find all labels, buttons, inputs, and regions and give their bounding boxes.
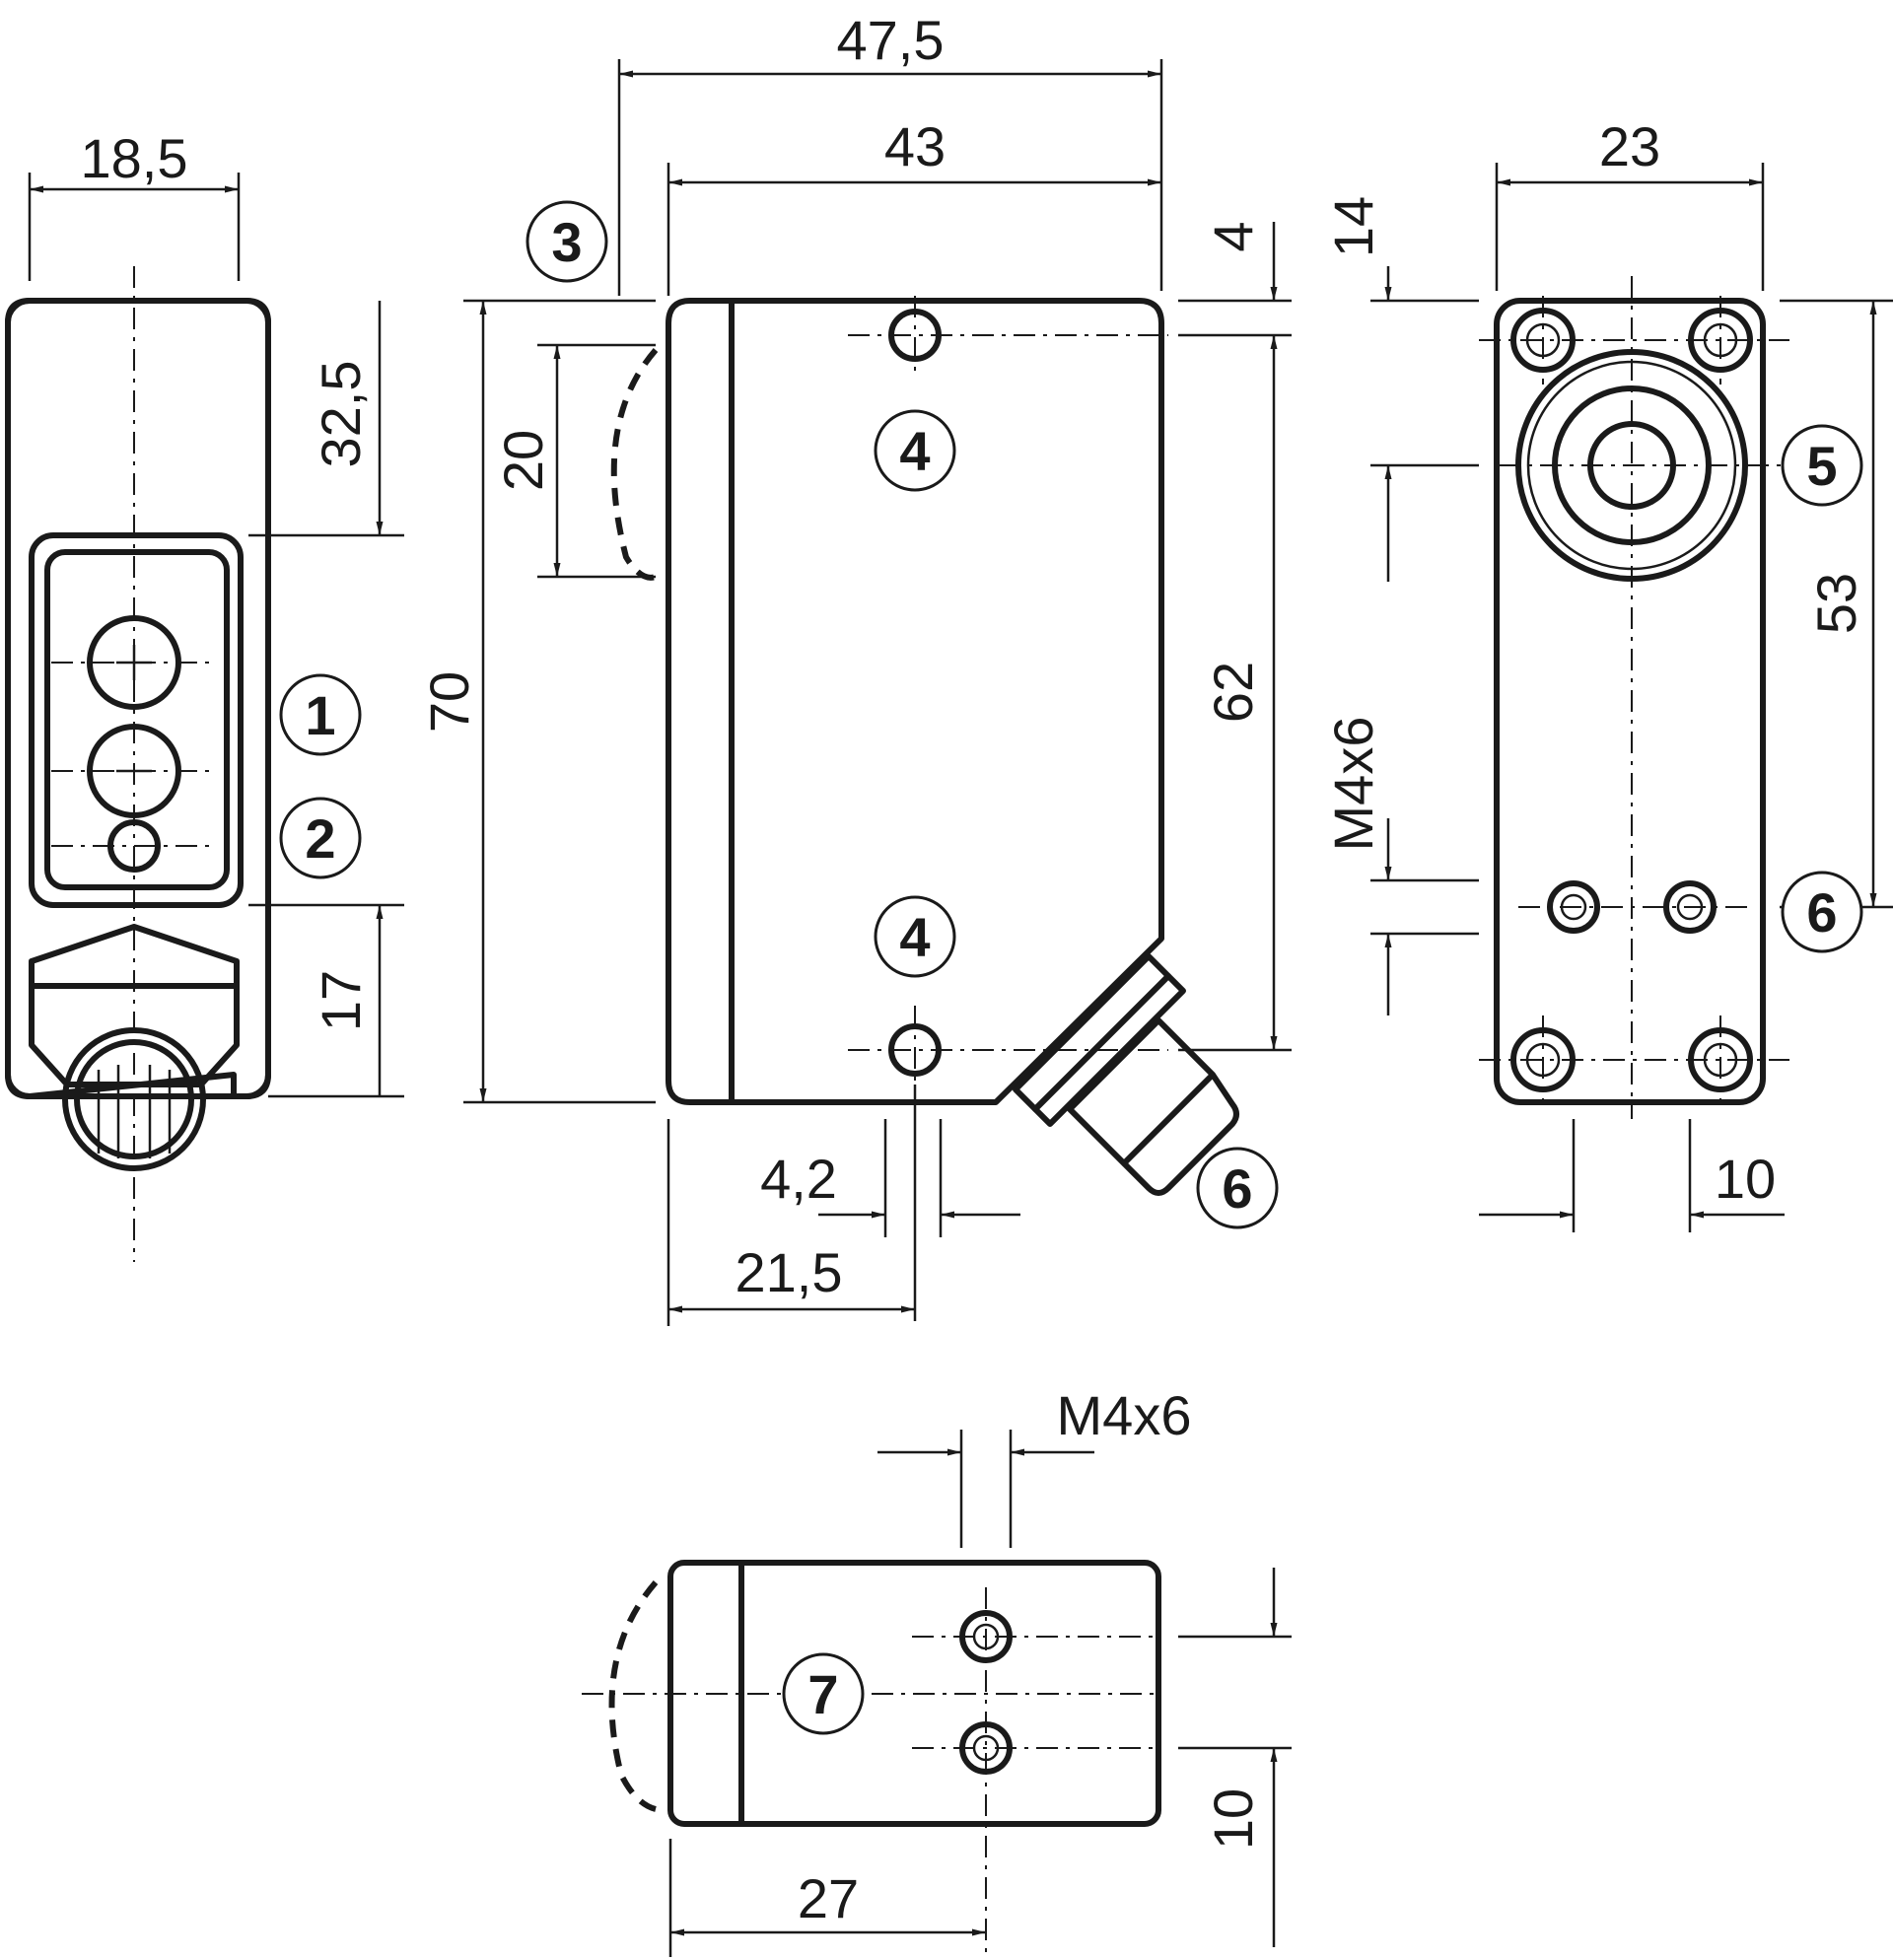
dim-17: 17 [310,970,372,1031]
dim-23: 23 [1599,115,1660,177]
callout-6-bottom: 7 [782,1652,865,1735]
dim-18-5: 18,5 [81,127,188,189]
svg-text:4: 4 [899,420,930,482]
callout-3: 3 [526,200,608,283]
front-housing-body [5,298,271,1099]
rear-housing [1494,298,1766,1105]
callout-4-top: 4 [874,409,956,492]
dim-70: 70 [418,671,480,733]
dim-20: 20 [492,430,554,491]
control-panel-outer [29,532,244,908]
dim-21-5: 21,5 [736,1241,843,1303]
callout-4-bottom: 4 [874,895,956,978]
callout-5: 5 [1781,424,1863,507]
svg-text:6: 6 [1222,1157,1252,1220]
side-connector [1013,953,1239,1196]
dim-53: 53 [1805,573,1867,634]
side-housing [666,298,1164,1105]
callout-7: 6 [1196,1147,1279,1229]
dim-10-vertical: 10 [1202,1788,1264,1850]
dim-14: 14 [1322,196,1384,257]
side-view: 47,5 43 70 20 4 62 4,2 21,5 3 [418,9,1292,1326]
connector-plug [62,1027,206,1171]
dim-4: 4 [1202,221,1264,251]
svg-text:7: 7 [807,1663,838,1725]
dim-43: 43 [884,115,946,177]
svg-text:5: 5 [1806,435,1837,497]
dim-62: 62 [1202,662,1264,723]
svg-text:4: 4 [899,906,930,968]
rear-view: 23 14 M4x6 53 10 5 6 [1322,115,1893,1232]
callout-1: 1 [279,673,362,756]
bottom-view: M4x6 10 27 7 [582,1384,1292,1957]
control-panel-inner [44,549,230,890]
svg-text:1: 1 [305,684,335,746]
front-view: 18,5 32,5 17 1 2 [5,127,404,1262]
connector-nut [29,924,240,989]
dim-m4x6-top: M4x6 [1057,1384,1192,1446]
dim-10-bottom: 10 [1715,1148,1776,1210]
dim-32-5: 32,5 [310,361,372,468]
dim-4-2: 4,2 [760,1148,837,1210]
dim-m4x6-side: M4x6 [1322,717,1384,852]
callout-6-rear: 6 [1781,871,1863,953]
callout-2: 2 [279,797,362,879]
svg-text:6: 6 [1806,881,1837,944]
dim-47-5: 47,5 [837,9,945,71]
svg-text:3: 3 [551,211,582,273]
dim-27: 27 [798,1867,859,1929]
svg-text:2: 2 [305,807,335,870]
